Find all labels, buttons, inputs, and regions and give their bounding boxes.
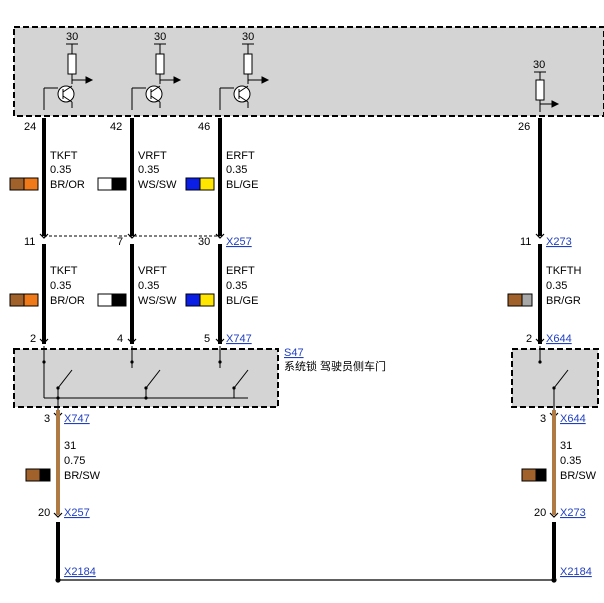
x747-link[interactable]: X747	[226, 333, 252, 345]
wire-color-erft-lower: BL/GE	[226, 295, 258, 307]
splice-right-link[interactable]: X2184	[560, 566, 592, 578]
supply-30-2: 30	[154, 31, 166, 43]
splice-node-right	[551, 577, 557, 583]
ground-right-name: 31	[560, 440, 572, 452]
wire-gauge-tkft-upper: 0.35	[50, 164, 71, 176]
x257-bottom-link[interactable]: X257	[64, 507, 90, 519]
x747-pin-4: 4	[117, 333, 123, 345]
wire-label-tkft-lower: TKFT	[50, 265, 78, 277]
x257-pin-7: 7	[117, 236, 123, 248]
ground-left-gauge: 0.75	[64, 455, 85, 467]
pin-46: 46	[198, 121, 210, 133]
color-swatch-bl-ge-upper	[185, 177, 215, 191]
ground-right-color: BR/SW	[560, 470, 597, 482]
x747-bottom-pin: 3	[44, 413, 50, 425]
x644-link[interactable]: X644	[546, 333, 572, 345]
color-swatch-br-sw-right	[521, 468, 547, 482]
wire-gauge-vrft-upper: 0.35	[138, 164, 159, 176]
supply-30-1: 30	[66, 31, 78, 43]
switch-s47-description: 系统锁 驾驶员侧车门	[284, 359, 386, 373]
pullup-resistor	[534, 71, 560, 112]
x273-pin-11: 11	[520, 236, 531, 248]
x257-pin-11: 11	[24, 236, 35, 248]
wire-color-vrft-lower: WS/SW	[138, 295, 177, 307]
switch-s47-link[interactable]: S47	[284, 347, 304, 359]
color-swatch-bl-ge-lower	[185, 293, 215, 307]
x257-pin-30: 30	[198, 236, 210, 248]
wire-gauge-erft-upper: 0.35	[226, 164, 247, 176]
pin-26: 26	[518, 121, 530, 133]
output-transistor-2	[131, 44, 182, 110]
splice-node-left	[55, 577, 61, 583]
wire-color-vrft-upper: WS/SW	[138, 179, 177, 191]
color-swatch-ws-sw-lower	[97, 293, 127, 307]
x644-pin-2: 2	[526, 333, 532, 345]
wire-label-tkfth: TKFTH	[546, 265, 581, 277]
wire-gauge-tkft-lower: 0.35	[50, 280, 71, 292]
switch-right-contact	[539, 346, 569, 410]
supply-30-3: 30	[242, 31, 254, 43]
wire-label-erft-upper: ERFT	[226, 150, 255, 162]
wire-color-tkft-lower: BR/OR	[50, 295, 85, 307]
switch-right-nodes	[538, 360, 556, 390]
wire-color-tkfth: BR/GR	[546, 295, 581, 307]
switch-nodes	[42, 360, 236, 400]
control-unit-housing	[13, 26, 604, 117]
wire-gauge-erft-lower: 0.35	[226, 280, 247, 292]
x257-link[interactable]: X257	[226, 236, 252, 248]
color-swatch-ws-sw-upper	[97, 177, 127, 191]
wire-color-erft-upper: BL/GE	[226, 179, 258, 191]
ground-left-name: 31	[64, 440, 76, 452]
wire-label-vrft-lower: VRFT	[138, 265, 167, 277]
x273-bottom-pin: 20	[534, 507, 546, 519]
pin-24: 24	[24, 121, 36, 133]
x257-bottom-pin: 20	[38, 507, 50, 519]
x273-link-upper[interactable]: X273	[546, 236, 572, 248]
x644-bottom-link[interactable]: X644	[560, 413, 586, 425]
x747-pin-5: 5	[204, 333, 210, 345]
x747-bottom-link[interactable]: X747	[64, 413, 90, 425]
wire-gauge-vrft-lower: 0.35	[138, 280, 159, 292]
color-swatch-br-or-upper	[9, 177, 39, 191]
wire-label-tkft-upper: TKFT	[50, 150, 78, 162]
color-swatch-br-sw-left	[25, 468, 51, 482]
pin-42: 42	[110, 121, 122, 133]
output-transistor-3	[219, 44, 270, 110]
ground-left-color: BR/SW	[64, 470, 101, 482]
color-swatch-br-or-lower	[9, 293, 39, 307]
ground-right-gauge: 0.35	[560, 455, 581, 467]
switch-right-housing	[511, 348, 599, 408]
color-swatch-br-gr	[507, 293, 533, 307]
x644-bottom-pin: 3	[540, 413, 546, 425]
splice-left-link[interactable]: X2184	[64, 566, 96, 578]
wire-gauge-tkfth: 0.35	[546, 280, 567, 292]
connector-markers	[39, 233, 559, 518]
x747-pin-2: 2	[30, 333, 36, 345]
supply-30-4: 30	[533, 59, 545, 71]
output-transistor-1	[43, 44, 94, 110]
wire-color-tkft-upper: BR/OR	[50, 179, 85, 191]
x273-bottom-link[interactable]: X273	[560, 507, 586, 519]
wire-label-vrft-upper: VRFT	[138, 150, 167, 162]
wire-label-erft-lower: ERFT	[226, 265, 255, 277]
